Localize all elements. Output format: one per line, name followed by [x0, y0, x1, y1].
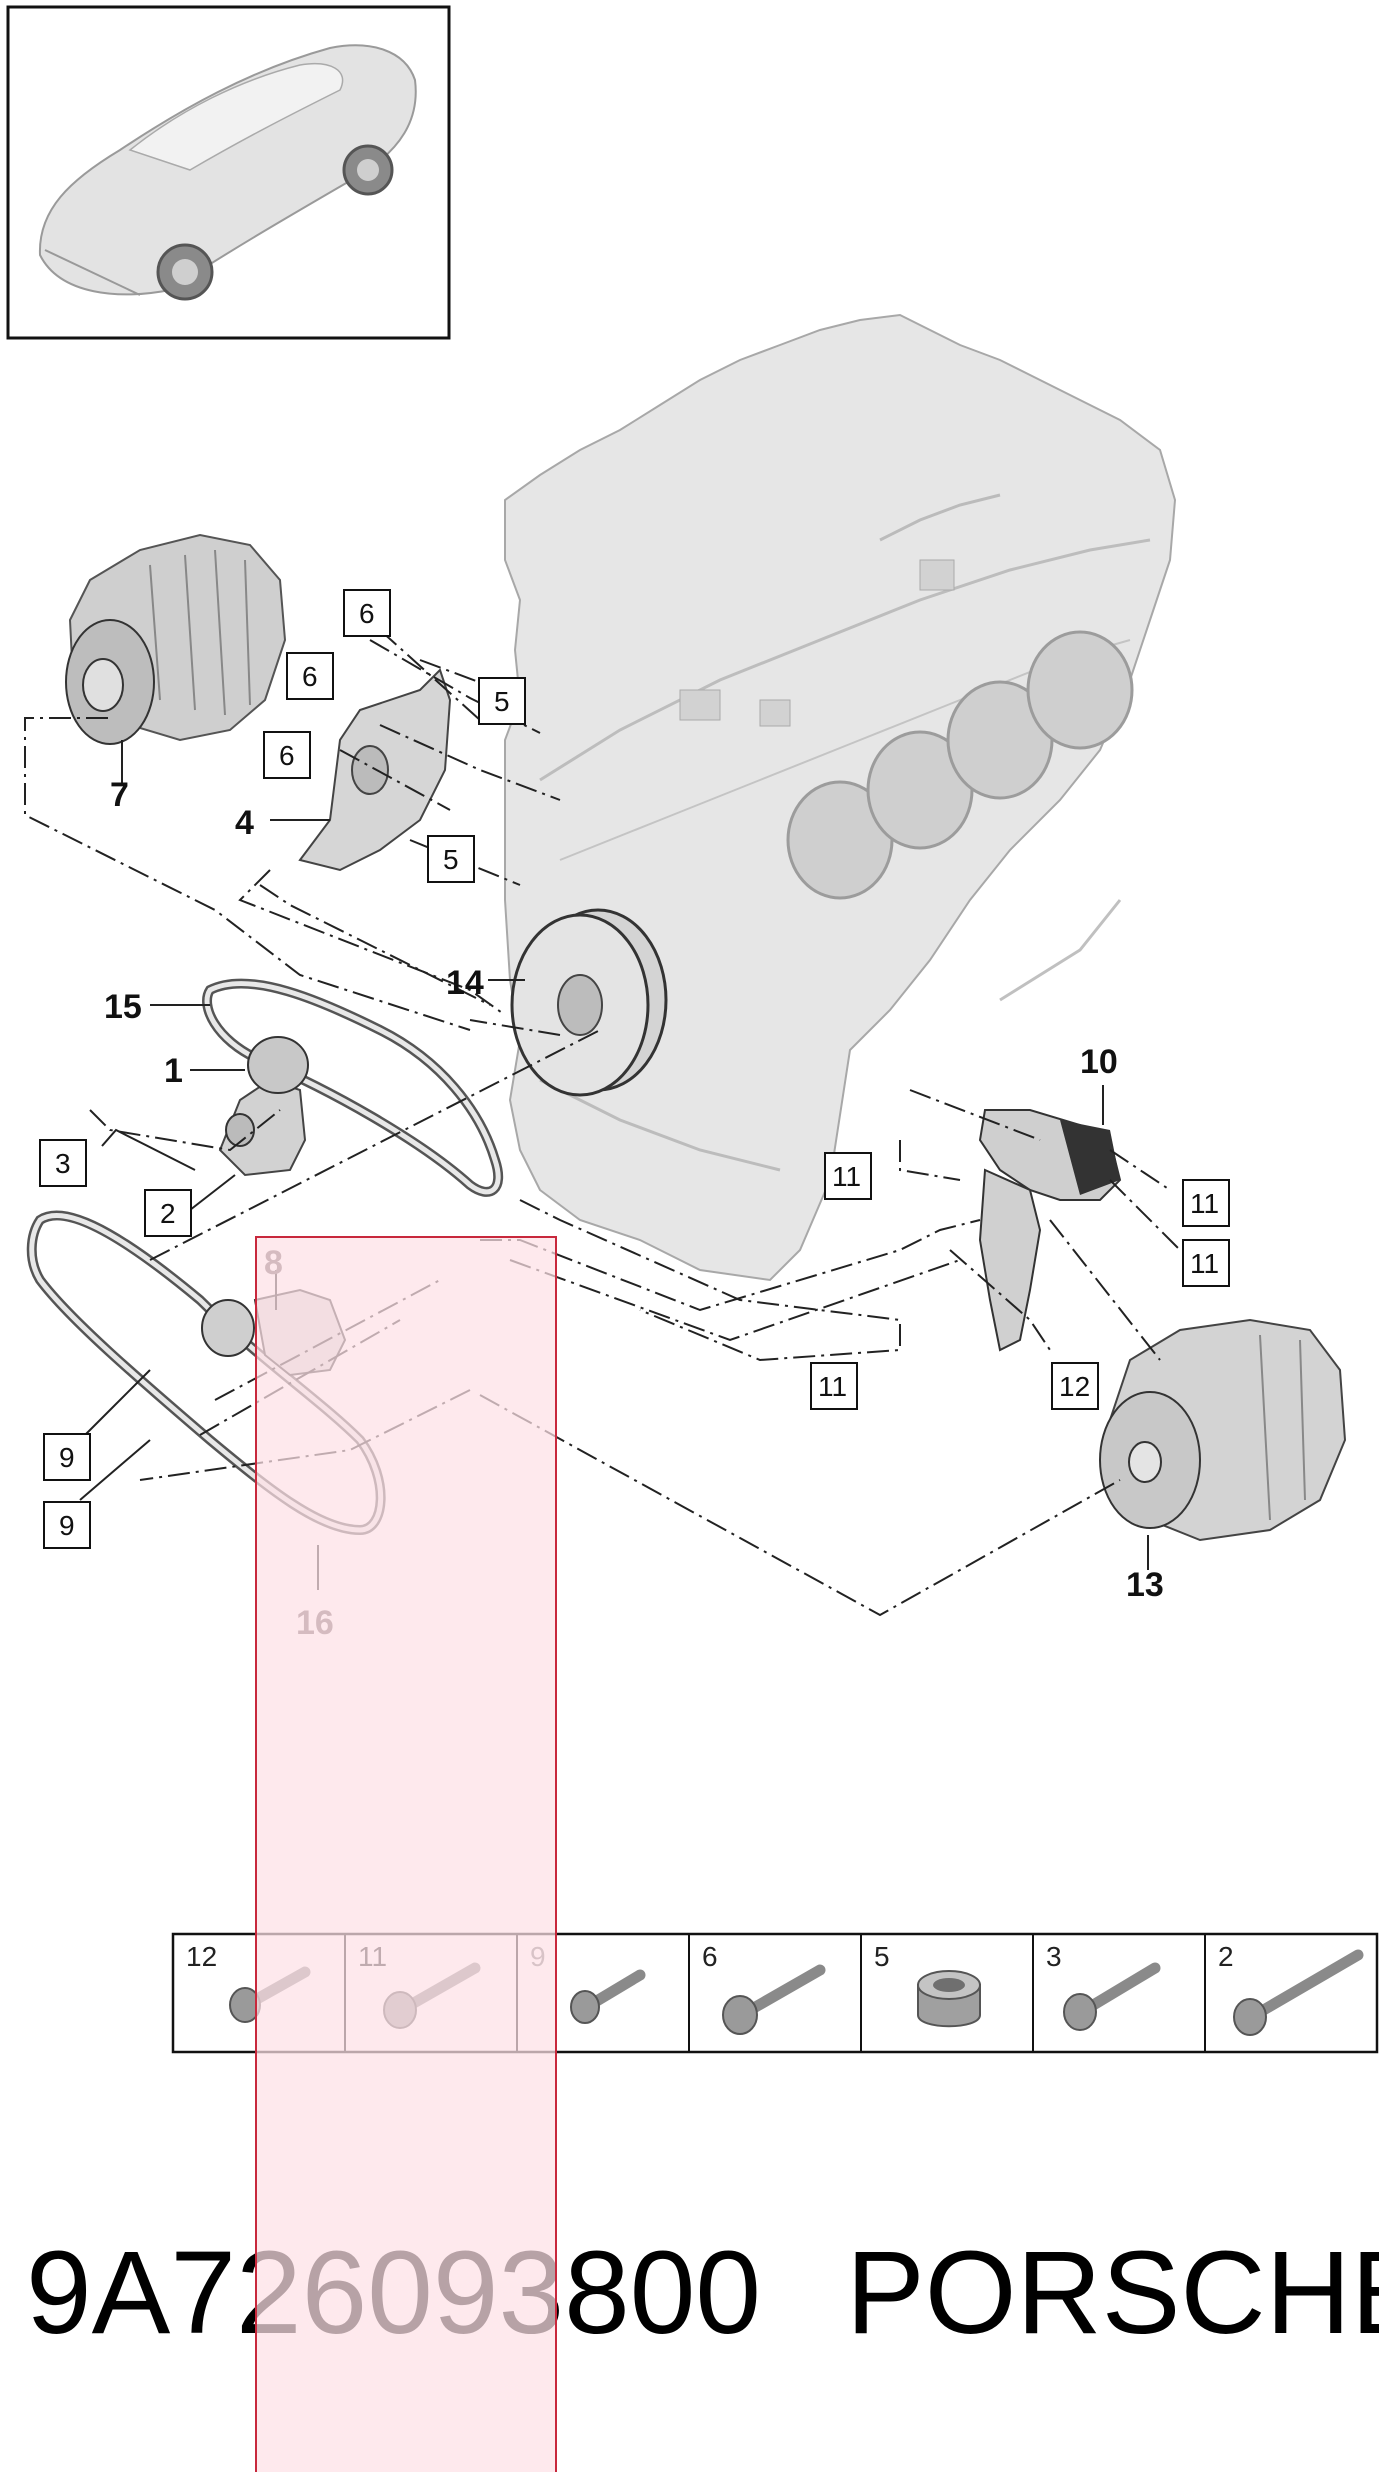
callout-7: 7	[110, 776, 129, 814]
svg-text:6: 6	[359, 598, 375, 629]
svg-text:9: 9	[59, 1510, 75, 1541]
pulley-14	[510, 908, 668, 1097]
bolt-icon	[722, 1964, 826, 2035]
box-callout-6a: 6	[343, 589, 391, 637]
svg-text:2: 2	[160, 1198, 176, 1229]
callout-1: 1	[164, 1052, 183, 1090]
svg-text:12: 12	[1059, 1371, 1090, 1402]
svg-text:5: 5	[443, 844, 459, 875]
svg-text:11: 11	[1190, 1188, 1219, 1219]
box-callout-9b: 9	[43, 1501, 91, 1549]
svg-text:12: 12	[186, 1941, 217, 1972]
svg-text:3: 3	[55, 1148, 71, 1179]
svg-text:11: 11	[1190, 1248, 1219, 1279]
boxed-callouts: 6 6 6 5 5 3 2 11	[39, 589, 1230, 1549]
callout-14: 14	[446, 964, 484, 1002]
table-cell-3: 3	[1046, 1941, 1161, 2031]
alternator-7	[65, 533, 287, 745]
table-cell-5: 5	[874, 1941, 981, 2028]
box-callout-5a: 5	[478, 677, 526, 725]
box-callout-2: 2	[144, 1189, 192, 1237]
callout-13: 13	[1126, 1566, 1164, 1604]
callout-15: 15	[104, 988, 142, 1026]
svg-text:3: 3	[1046, 1941, 1062, 1972]
svg-text:11: 11	[832, 1161, 861, 1192]
svg-text:5: 5	[494, 686, 510, 717]
svg-text:6: 6	[702, 1941, 718, 1972]
table-cell-6: 6	[702, 1941, 826, 2035]
box-callout-11d: 11	[810, 1362, 858, 1410]
svg-text:9: 9	[59, 1442, 75, 1473]
bracket-10	[978, 1109, 1122, 1201]
bolt-icon	[570, 1969, 646, 2024]
bracket-12	[978, 1168, 1042, 1352]
svg-text:5: 5	[874, 1941, 890, 1972]
box-callout-9a: 9	[43, 1433, 91, 1481]
engine-block	[504, 313, 1177, 1282]
sleeve-icon	[917, 1970, 981, 2028]
callout-4: 4	[235, 804, 254, 842]
callout-10: 10	[1080, 1043, 1118, 1081]
box-callout-3: 3	[39, 1139, 87, 1187]
vehicle-thumbnail	[6, 5, 451, 340]
bolt-icon	[1233, 1949, 1364, 2036]
svg-text:6: 6	[302, 661, 318, 692]
compressor-13	[1099, 1318, 1347, 1542]
bolt-icon	[1063, 1962, 1161, 2031]
svg-text:2: 2	[1218, 1941, 1234, 1972]
box-callout-11c: 11	[1182, 1239, 1230, 1287]
brand-name: PORSCHE	[846, 2227, 1379, 2359]
box-callout-11b: 11	[1182, 1179, 1230, 1227]
tensioner-1	[218, 1036, 309, 1177]
box-callout-12: 12	[1051, 1362, 1099, 1410]
svg-text:11: 11	[818, 1371, 847, 1402]
box-callout-6c: 6	[263, 731, 311, 779]
table-cell-2: 2	[1218, 1941, 1364, 2036]
box-callout-6b: 6	[286, 652, 334, 700]
box-callout-11a: 11	[824, 1152, 872, 1200]
svg-text:6: 6	[279, 740, 295, 771]
box-callout-5b: 5	[427, 835, 475, 883]
highlight-region	[255, 1236, 557, 2477]
